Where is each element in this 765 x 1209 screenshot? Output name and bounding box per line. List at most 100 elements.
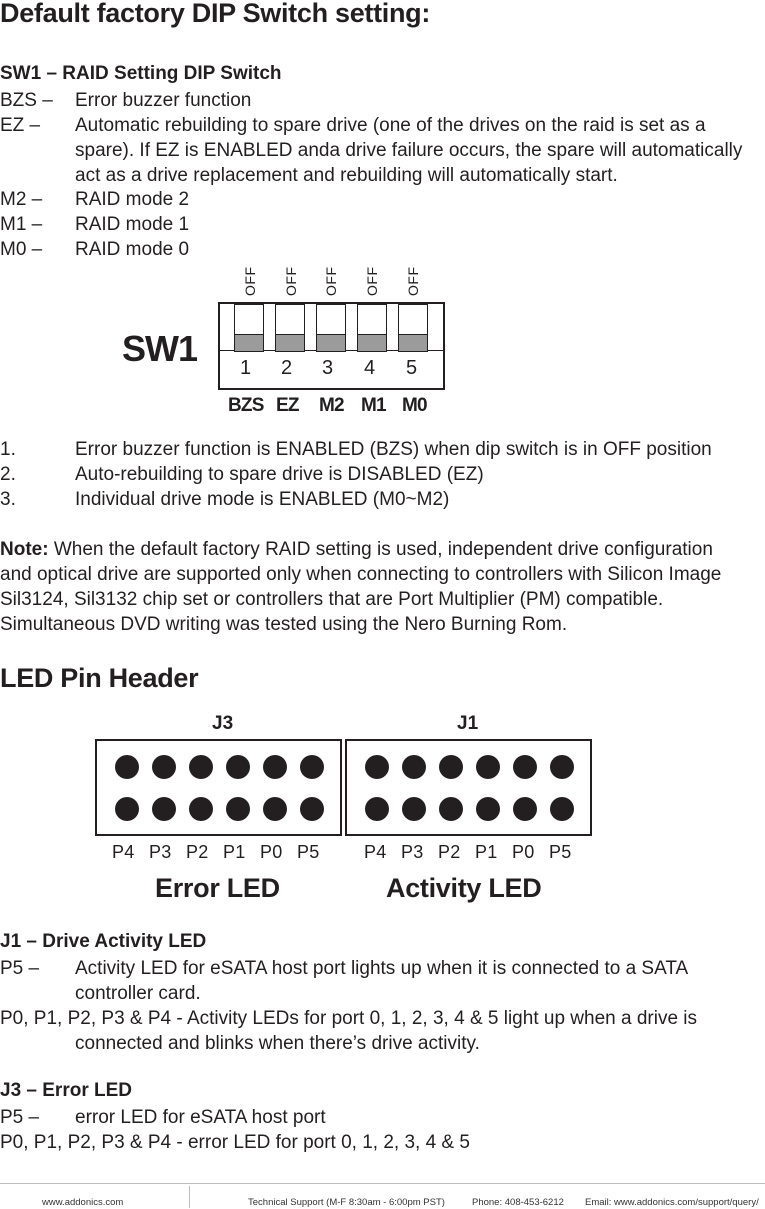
off-label: OFF [283,266,299,297]
pin [115,755,139,779]
j1-pin-label: P5 [549,842,572,862]
note-line-2: and optical drive are supported only whe… [0,564,722,585]
j1-heading: J1 – Drive Activity LED [0,931,207,952]
term: M0 – [0,239,43,260]
switch-toggle-4 [357,304,387,352]
note-number: 2. [0,464,16,485]
note-text: When the default factory RAID setting is… [48,539,713,560]
switch-toggle-1 [234,304,264,352]
term: BZS – [0,90,53,111]
j3-pin-label: P0 [260,842,283,862]
j1-pin-label: P0 [512,842,535,862]
off-label: OFF [405,266,421,297]
footer-email[interactable]: Email: www.addonics.com/support/query/ [585,1197,759,1208]
desc: RAID mode 0 [75,239,190,260]
j3-label: J3 [212,713,234,734]
sw1-heading: SW1 – RAID Setting DIP Switch [0,63,282,84]
j3-p0-line: P0, P1, P2, P3 & P4 - error LED for port… [0,1132,470,1153]
j1-pin-label: P2 [438,842,461,862]
pin [152,755,176,779]
switch-toggle-3 [316,304,346,352]
activity-led-caption: Activity LED [386,873,542,903]
j1-p5-line-2: controller card. [75,983,201,1004]
pin [476,755,500,779]
note-text: Individual drive mode is ENABLED (M0~M2) [75,489,450,510]
switch-label: M0 [402,395,428,416]
pin [115,797,139,821]
pin [476,797,500,821]
switch-number: 5 [406,357,418,379]
pin [189,755,213,779]
switch-number: 4 [364,357,376,379]
note-text: Error buzzer function is ENABLED (BZS) w… [75,439,712,460]
error-led-caption: Error LED [155,873,280,903]
desc: Automatic rebuilding to spare drive (one… [75,115,743,186]
pin [189,797,213,821]
switch-number: 2 [281,357,293,379]
pin [513,797,537,821]
note-line-1: Note: When the default factory RAID sett… [0,537,713,562]
pin [439,755,463,779]
j1-p0-line-2: connected and blinks when there’s drive … [75,1033,480,1054]
off-label: OFF [242,266,258,297]
j3-heading: J3 – Error LED [0,1080,132,1101]
switch-label: BZS [228,395,264,416]
pin [439,797,463,821]
dip-switch-body [218,302,445,390]
j1-pin-label: P4 [364,842,387,862]
switch-number: 3 [322,357,334,379]
note-line-3: Sil3124, Sil3132 chip set or controllers… [0,589,664,610]
j3-header-block [95,739,342,836]
switch-toggle-2 [275,304,305,352]
note-text: Auto-rebuilding to spare drive is DISABL… [75,464,484,485]
j3-pin-label: P1 [223,842,246,862]
term: M1 – [0,214,43,235]
switch-number: 1 [240,357,252,379]
pin [402,755,426,779]
off-label: OFF [364,266,380,297]
j1-pin-label: P3 [401,842,424,862]
j3-pin-label: P4 [112,842,135,862]
led-header-title: LED Pin Header [0,663,199,693]
page-title: Default factory DIP Switch setting: [0,0,431,28]
switch-label: M2 [319,395,345,416]
note-number: 1. [0,439,16,460]
j3-pin-label: P5 [297,842,320,862]
footer-support: Technical Support (M-F 8:30am - 6:00pm P… [248,1197,445,1208]
j3-pin-label: P3 [149,842,172,862]
j1-header-block [345,739,592,836]
pin [152,797,176,821]
footer-website[interactable]: www.addonics.com [42,1197,124,1208]
pin [263,797,287,821]
footer-phone: Phone: 408-453-6212 [472,1197,564,1208]
footer-rule [0,1183,765,1184]
pin [365,755,389,779]
pin [226,755,250,779]
footer-divider [189,1186,190,1208]
term: M2 – [0,189,43,210]
j1-label: J1 [457,713,479,734]
desc: Error buzzer function [75,90,252,111]
j3-pin-label: P2 [186,842,209,862]
switch-name: SW1 [122,328,198,369]
desc: RAID mode 2 [75,189,190,210]
desc-line-1: Activity LED for eSATA host port lights … [75,958,689,979]
j1-p0-line-1: P0, P1, P2, P3 & P4 - Activity LEDs for … [0,1008,698,1029]
pin [300,755,324,779]
pin [226,797,250,821]
switch-label: EZ [276,395,299,416]
pin [300,797,324,821]
term: P5 – [0,1107,40,1128]
pin [550,755,574,779]
pin [263,755,287,779]
note-number: 3. [0,489,16,510]
term: EZ – [0,115,41,136]
term: P5 – [0,958,40,979]
pin [513,755,537,779]
off-label: OFF [323,266,339,297]
desc: error LED for eSATA host port [75,1107,326,1128]
pin [365,797,389,821]
pin [402,797,426,821]
j1-pin-label: P1 [475,842,498,862]
switch-label: M1 [361,395,387,416]
